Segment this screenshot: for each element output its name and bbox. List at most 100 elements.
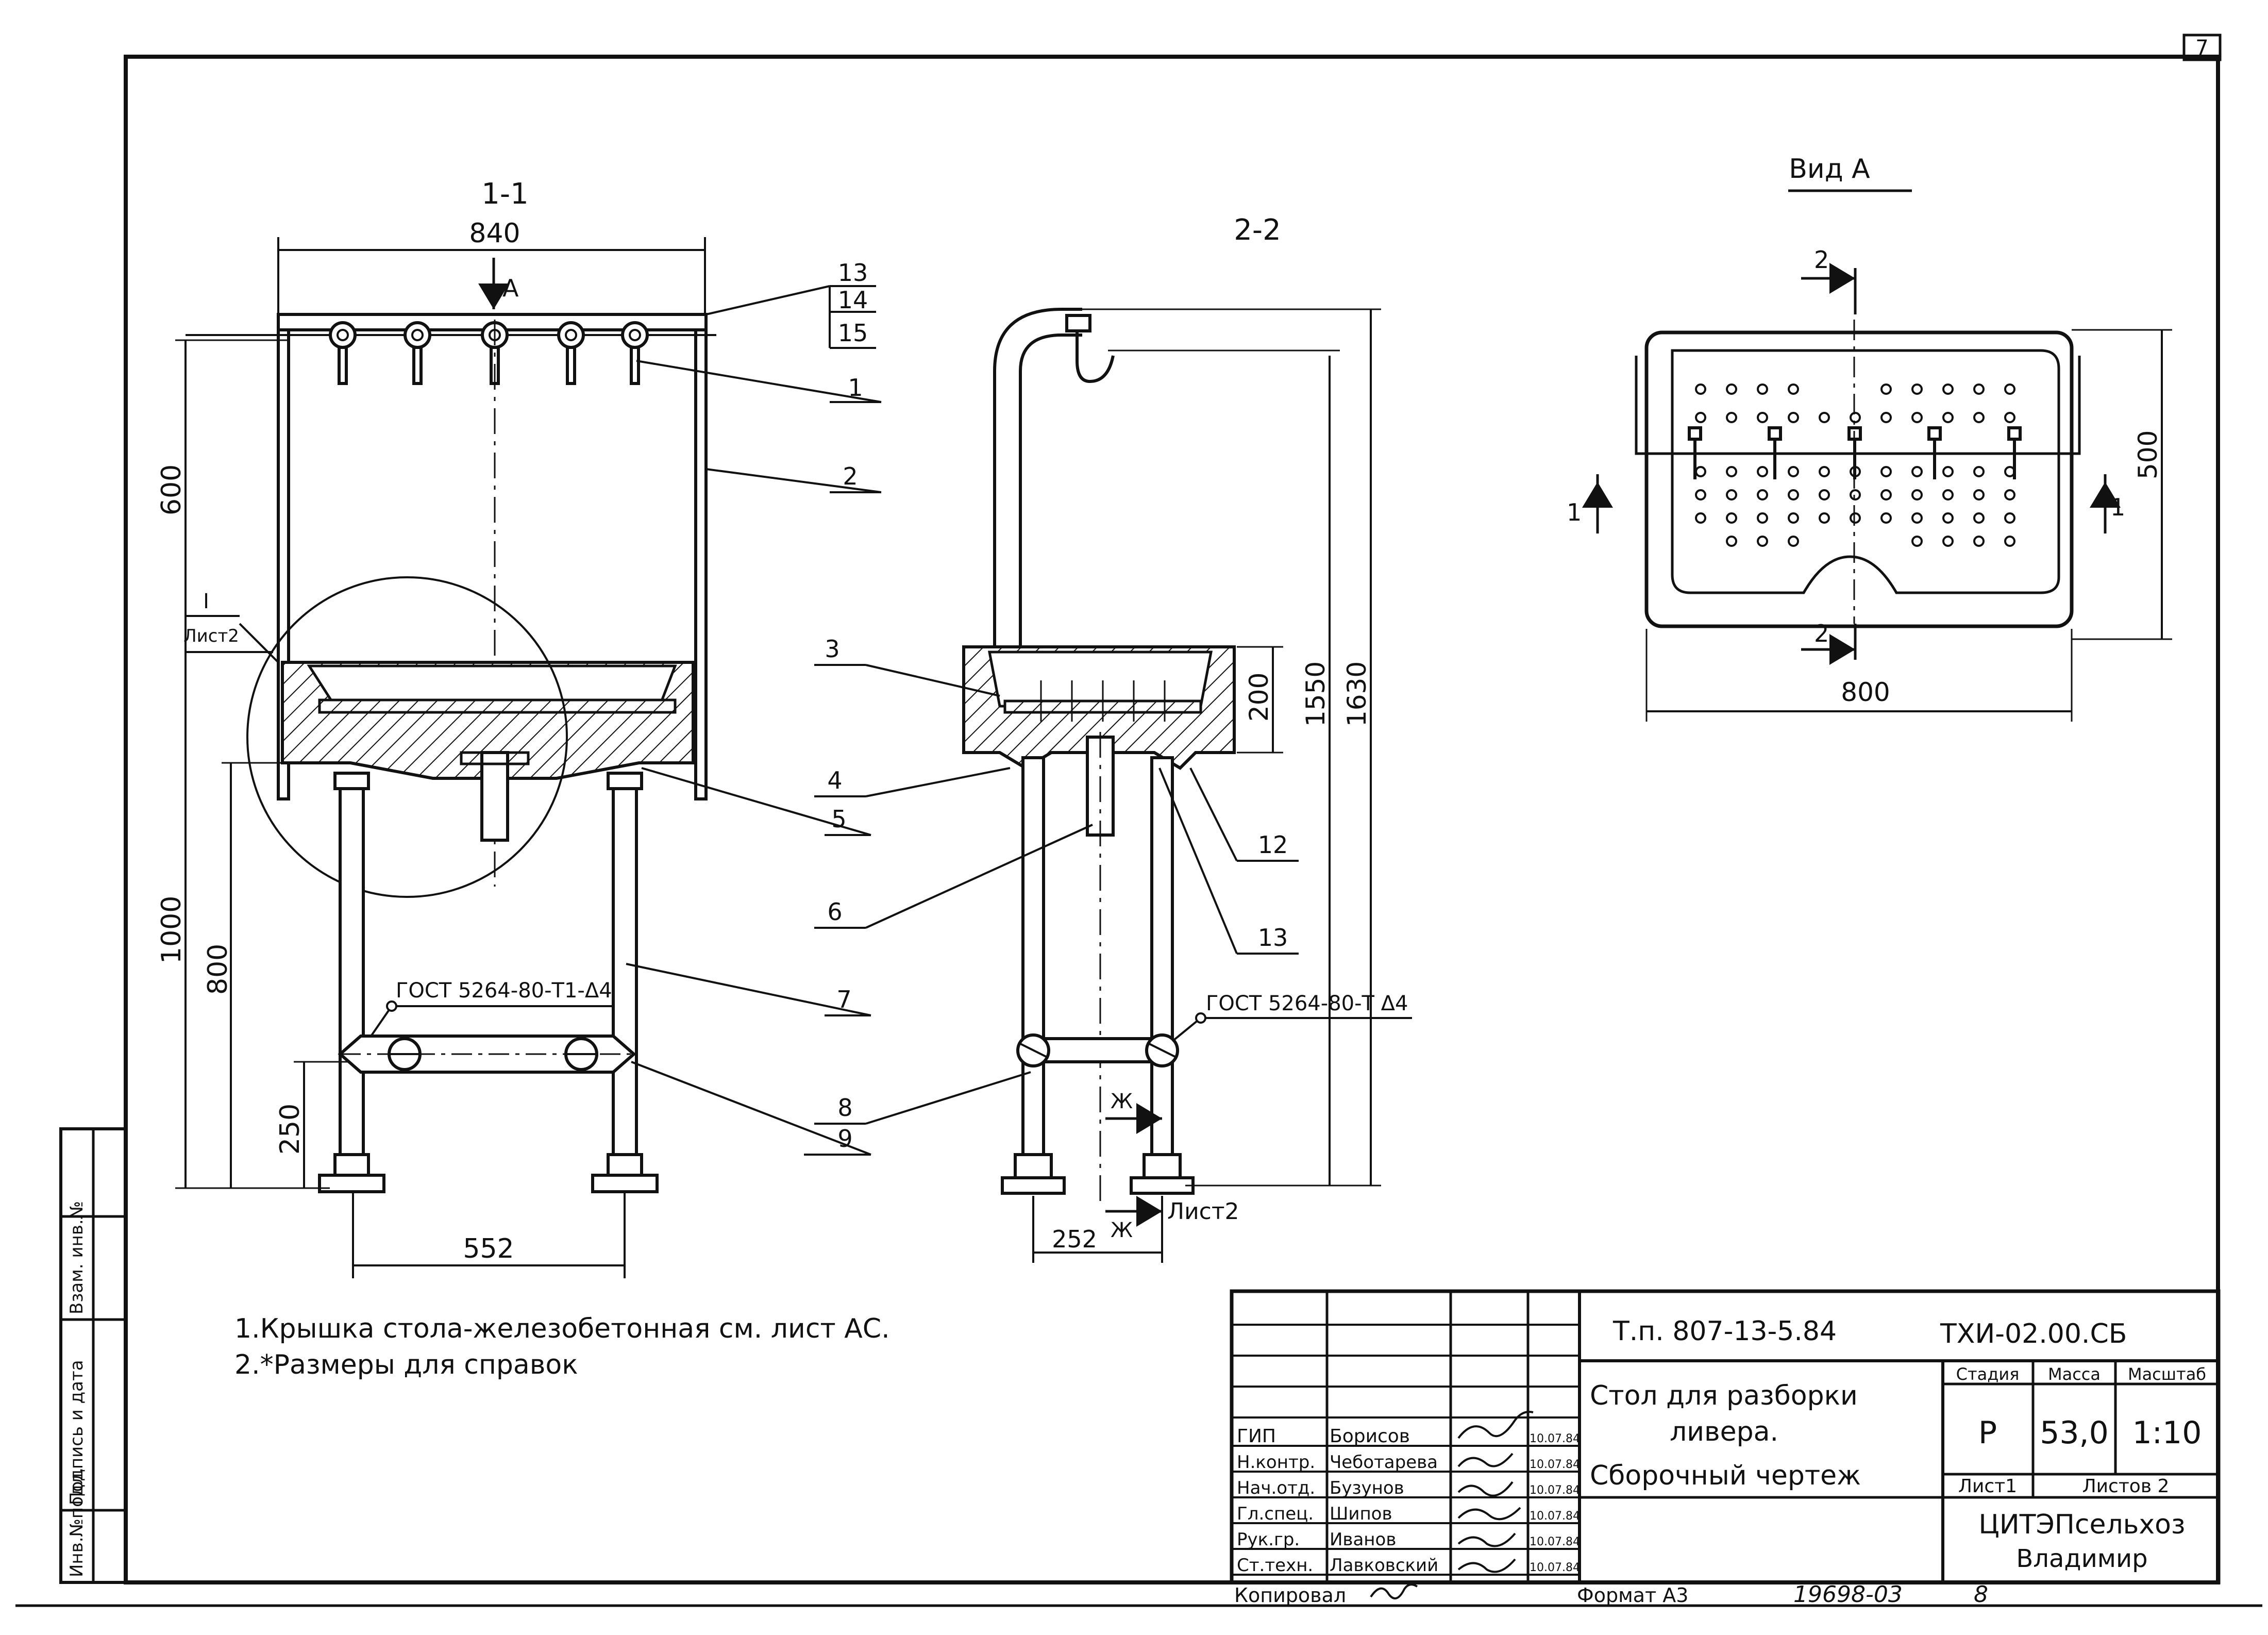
callout-ref-code: I (203, 590, 209, 613)
title-block: Т.п. 807-13-5.84 ТХИ-02.00.СБ Стол для р… (1230, 1289, 2221, 1584)
stage-label: Стадия (1956, 1364, 2020, 1384)
sig-role-0: ГИП (1237, 1426, 1276, 1447)
stage-value: Р (1978, 1415, 1997, 1451)
section-mark-bottom: Ж (1111, 1219, 1133, 1242)
document-code: ТХИ-02.00.СБ (1940, 1319, 2127, 1349)
signature-scribble (1457, 1453, 1514, 1467)
cut-2-bottom: 2 (1814, 620, 1829, 647)
dim-800-view-a: 800 (1841, 677, 1890, 707)
sig-name-0: Борисов (1330, 1426, 1410, 1447)
signature-scribble (1457, 1481, 1514, 1497)
sig-name-2: Бузунов (1330, 1478, 1404, 1498)
note-1: 1.Крышка стола-железобетонная см. лист А… (234, 1313, 890, 1344)
section-sheet-ref: Лист2 (1167, 1198, 1239, 1225)
view-a-hooks (1688, 426, 2022, 479)
scale-value: 1:10 (2132, 1415, 2202, 1451)
pos-2: 2 (843, 462, 858, 490)
sig-role-3: Гл.спец. (1237, 1504, 1314, 1524)
sheet-frame: 7 (15, 34, 2262, 1607)
sig-date-4: 10.07.84 (1530, 1536, 1580, 1548)
pos-9: 9 (837, 1125, 852, 1153)
sig-role-5: Ст.техн. (1237, 1555, 1313, 1576)
name-line-2: ливера. (1670, 1416, 1778, 1447)
pos-15: 14 (838, 286, 868, 314)
bottom-strip: Копировал Формат А3 19698-03 8 (1234, 1581, 1988, 1608)
section-2-2-title: 2-2 (1234, 213, 1281, 247)
notes: 1.Крышка стола-железобетонная см. лист А… (234, 1313, 890, 1380)
dim-200: 200 (1244, 673, 1274, 722)
sig-role-1: Н.контр. (1237, 1452, 1315, 1473)
stamp-podpis-data: Подпись и дата (66, 1360, 87, 1505)
sig-date-0: 10.07.84 (1530, 1432, 1580, 1445)
section-mark-top: Ж (1111, 1090, 1133, 1113)
stamp-inv-podl: Инв.№подл. (66, 1467, 87, 1577)
archive-sheet: 8 (1974, 1581, 1988, 1608)
dim-1630: 1630 (1342, 661, 1372, 727)
dim-840: 840 (469, 218, 520, 249)
sig-role-2: Нач.отд. (1237, 1478, 1315, 1498)
sig-name-1: Чеботарева (1330, 1452, 1438, 1473)
sheet-label: Лист1 (1958, 1476, 2017, 1497)
pos-4: 4 (827, 766, 842, 794)
mass-label: Масса (2048, 1364, 2101, 1384)
signature-scribble (1457, 1507, 1521, 1521)
dim-552: 552 (463, 1233, 514, 1264)
org-city: Владимир (2016, 1544, 2147, 1573)
weld-note-2: ГОСТ 5264-80-Т Δ4 (1206, 992, 1408, 1015)
sig-name-5: Лавковский (1330, 1555, 1438, 1576)
view-a: Вид А 2 2 1 (1567, 154, 2172, 722)
hooks-row (329, 321, 649, 385)
dim-600: 600 (156, 464, 187, 515)
view-arrow-label: А (502, 274, 519, 302)
dim-1550: 1550 (1301, 661, 1331, 727)
sig-date-1: 10.07.84 (1530, 1458, 1580, 1471)
copied-signature (1370, 1583, 1418, 1599)
cut-1-left: 1 (1567, 498, 1582, 526)
callout-ref-sheet: Лист2 (183, 626, 239, 646)
position-labels-1-1: 13 14 15 1 2 5 7 9 (804, 259, 881, 1156)
dim-500: 500 (2133, 430, 2163, 479)
cut-1-right: 1 (2110, 493, 2125, 521)
project-code: Т.п. 807-13-5.84 (1612, 1316, 1837, 1347)
pos-13: 13 (1258, 924, 1288, 952)
name-line-1: Стол для разборки (1590, 1380, 1858, 1411)
dim-250: 250 (275, 1104, 306, 1155)
cut-2-top: 2 (1814, 246, 1829, 274)
dim-800: 800 (203, 944, 233, 995)
format-label: Формат А3 (1577, 1584, 1688, 1607)
section-1-1-title: 1-1 (481, 177, 528, 211)
pos-3: 3 (825, 635, 839, 663)
pos-16: 15 (838, 319, 868, 347)
signature-scribble (1457, 1411, 1534, 1439)
copied-by-label: Копировал (1234, 1584, 1346, 1607)
sig-name-3: Шипов (1330, 1504, 1392, 1524)
pos-12: 12 (1258, 831, 1288, 859)
archive-number: 19698-03 (1793, 1581, 1903, 1608)
org-name: ЦИТЭПсельхоз (1978, 1509, 2185, 1540)
sig-date-5: 10.07.84 (1530, 1561, 1580, 1574)
pos-8: 8 (837, 1094, 852, 1122)
dim-1000: 1000 (156, 896, 187, 964)
sig-date-2: 10.07.84 (1530, 1484, 1580, 1497)
sheets-label: Листов 2 (2082, 1476, 2170, 1497)
pos-6: 6 (827, 898, 842, 926)
mass-value: 53,0 (2040, 1415, 2109, 1451)
section-1-1: 1-1 840 А I (156, 177, 882, 1278)
signature-scribble (1457, 1532, 1516, 1547)
pos-14: 13 (838, 259, 868, 287)
page-number: 7 (2195, 36, 2208, 60)
pos-1: 1 (848, 374, 863, 402)
sig-date-3: 10.07.84 (1530, 1510, 1580, 1523)
signature-scribble (1457, 1558, 1516, 1573)
pos-7: 7 (836, 986, 851, 1013)
view-a-title: Вид А (1789, 154, 1870, 185)
sig-role-4: Рук.гр. (1237, 1529, 1300, 1550)
stamp-vzam-inv: Взам. инв.№ (66, 1201, 87, 1314)
weld-note-1: ГОСТ 5264-80-Т1-Δ4 (396, 979, 612, 1003)
name-line-3: Сборочный чертеж (1590, 1460, 1861, 1491)
dim-252: 252 (1052, 1225, 1097, 1253)
section-2-2: 2-2 ГОСТ 5264-80-Т Δ4 (814, 213, 1412, 1263)
side-stamp: Инв.№подл. Подпись и дата Взам. инв.№ (59, 1127, 127, 1584)
pos-5: 5 (831, 805, 846, 833)
